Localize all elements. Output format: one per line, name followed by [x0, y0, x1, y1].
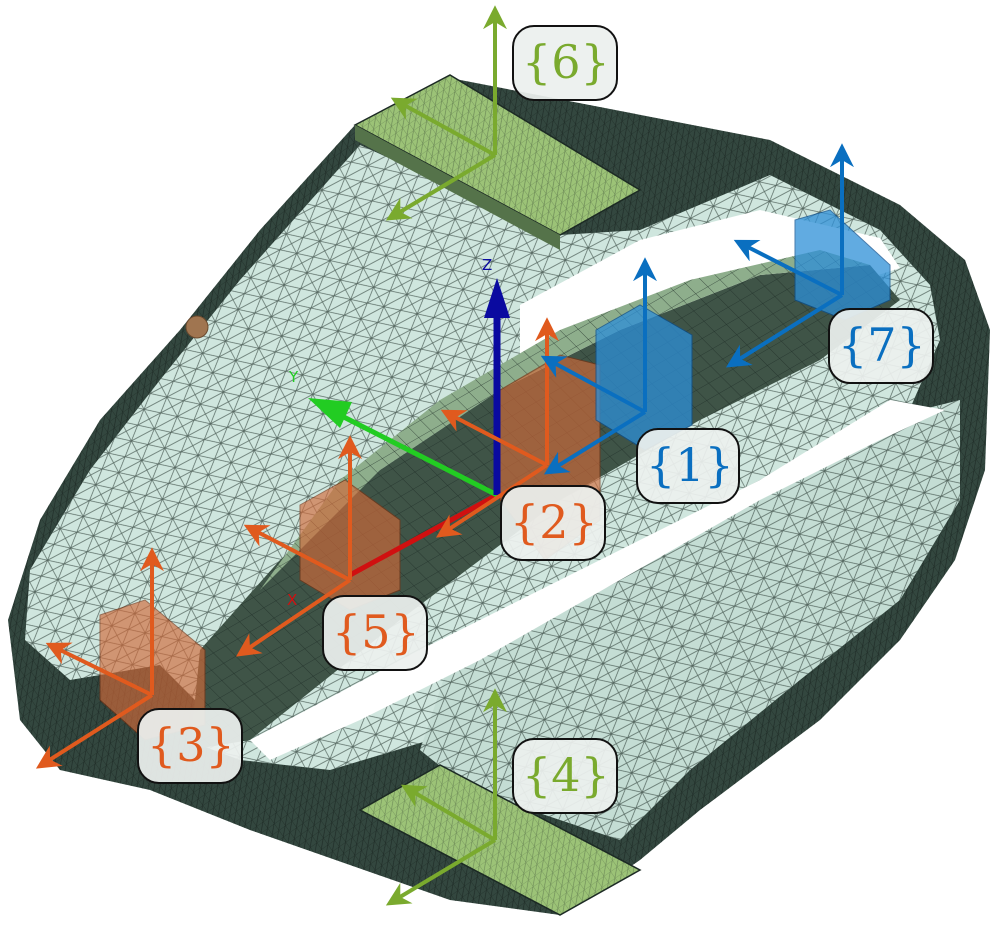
frame-label-4: {4}: [512, 738, 618, 814]
frame-5-axes: [236, 435, 362, 657]
frame-label-1: {1}: [636, 428, 740, 504]
lower-opening: [250, 400, 945, 760]
frame-label-3: {3}: [137, 708, 243, 784]
world-x-label: X: [287, 591, 297, 609]
frame-2-axes: [435, 317, 559, 538]
world-axes: X Y Z: [287, 256, 510, 609]
world-z-label: Z: [482, 256, 492, 274]
world-y-axis: [328, 407, 499, 498]
world-z-arrowhead: [484, 278, 510, 318]
world-x-axis: [348, 492, 499, 578]
frame-label-6: {6}: [512, 25, 618, 101]
sphere-marker: [185, 315, 209, 339]
frame-4-axes: [385, 688, 507, 906]
frame-3-axes: [35, 547, 164, 769]
mesh-lower-arm: [420, 400, 960, 840]
world-y-arrowhead: [308, 398, 352, 428]
frame-7-axes: [725, 143, 854, 368]
frame-label-7: {7}: [828, 308, 934, 384]
frame-label-5: {5}: [322, 595, 428, 671]
frame-1-axes: [540, 257, 657, 475]
frame-6-axes: [385, 5, 507, 221]
frame-label-2: {2}: [500, 485, 606, 561]
world-y-label: Y: [288, 368, 299, 386]
